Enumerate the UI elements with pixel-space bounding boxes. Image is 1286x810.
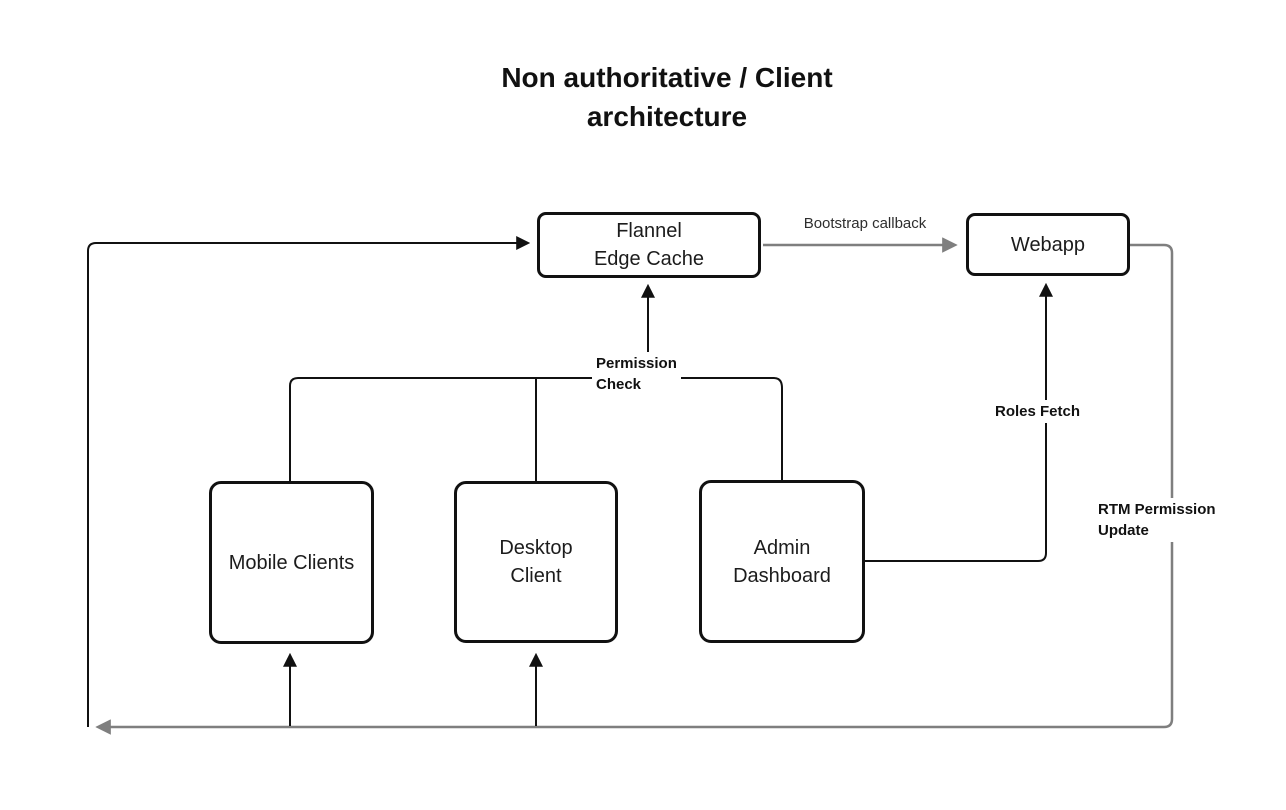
edge-roles-fetch (864, 282, 1053, 562)
node-admin-dashboard: Admin Dashboard (699, 480, 865, 643)
edge-label-rtm-permission-update: RTM Permission Update (1094, 498, 1220, 542)
node-webapp: Webapp (966, 213, 1130, 276)
node-mobile-clients: Mobile Clients (209, 481, 374, 644)
edge-rtm-permission-update (95, 243, 1174, 735)
diagram-title: Non authoritative / Client architecture (501, 62, 833, 132)
node-desktop-client-label: Desktop Client (499, 537, 573, 587)
node-flannel-edge-cache-label: Flannel Edge Cache (593, 220, 705, 270)
node-mobile-clients-label: Mobile Clients (228, 551, 355, 574)
edge-left-loop-to-flannel (87, 236, 531, 727)
edge-label-roles-fetch: Roles Fetch (991, 400, 1085, 423)
node-flannel-edge-cache: Flannel Edge Cache (537, 212, 761, 278)
edge-label-permission-check: Permission Check (592, 352, 681, 396)
node-desktop-client: Desktop Client (454, 481, 618, 643)
node-webapp-label: Webapp (1010, 233, 1086, 256)
edge-label-bootstrap-callback: Bootstrap callback (803, 215, 927, 232)
node-admin-dashboard-label: Admin Dashboard (733, 536, 831, 587)
